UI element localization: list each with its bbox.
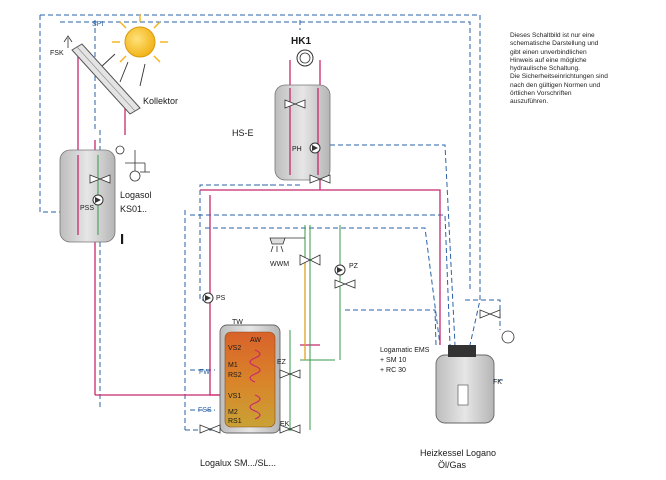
oel-gas-label: Öl/Gas xyxy=(438,460,467,470)
sun-rays-to-collector xyxy=(99,53,146,87)
vs2-label: VS2 xyxy=(228,345,241,352)
vs1-label: VS1 xyxy=(228,393,241,400)
hk1-label: HK1 xyxy=(291,36,311,47)
rs2-label: RS2 xyxy=(228,372,242,379)
hs-e-station xyxy=(274,84,331,181)
logamatic-label: Logamatic EMS xyxy=(380,347,430,354)
heizkessel-label: Heizkessel Logano xyxy=(420,448,496,458)
m2-label: M2 xyxy=(228,409,238,416)
ek-label: EK xyxy=(280,421,290,428)
disclaimer-note: Dieses Schaltbild ist nur eine schematis… xyxy=(510,32,608,106)
logalux-storage-tank xyxy=(219,324,281,434)
pressure-gauge-icon xyxy=(115,145,125,155)
hs-e-label: HS-E xyxy=(232,128,254,138)
pz-pump-icon xyxy=(334,264,346,276)
solar-collector xyxy=(71,43,141,115)
air-vent-icon xyxy=(63,35,73,48)
fsk-label: FSK xyxy=(50,50,64,57)
hk1-radiator-icon xyxy=(296,49,314,67)
logalux-label: Logalux SM.../SL... xyxy=(200,458,276,468)
rc30-label: + RC 30 xyxy=(380,367,406,374)
fss-label: FSS xyxy=(198,407,212,414)
expansion-vessel-boiler-icon xyxy=(501,330,515,344)
pss-label: PSS xyxy=(80,205,94,212)
ez-label: EZ xyxy=(277,359,287,366)
logasol-station xyxy=(59,149,116,243)
shower-head-icon xyxy=(269,237,305,253)
control-wiring xyxy=(39,14,505,431)
valve-symbols xyxy=(89,99,501,434)
cold-water-pipes xyxy=(220,225,341,431)
expansion-vessel-icon xyxy=(125,150,150,182)
ps-pump-icon xyxy=(202,292,214,304)
fw-label: FW xyxy=(199,369,210,376)
roman-numeral-label: I xyxy=(120,231,124,248)
ph-label: PH xyxy=(292,146,302,153)
pz-label: PZ xyxy=(349,263,359,270)
sm10-label: + SM 10 xyxy=(380,357,406,364)
mixing-valve-icon xyxy=(299,254,321,266)
aw-label: AW xyxy=(250,337,261,344)
wwm-label: WWM xyxy=(270,261,289,268)
ps-label: PS xyxy=(216,295,226,302)
heizkessel-boiler xyxy=(435,345,495,424)
fk-label: FK xyxy=(493,379,502,386)
kollektor-label: Kollektor xyxy=(143,96,178,106)
sun xyxy=(112,14,168,63)
ks01-label: KS01.. xyxy=(120,204,147,214)
spi-label: SPI xyxy=(92,21,103,28)
rs1-label: RS1 xyxy=(228,418,242,425)
m1-label: M1 xyxy=(228,362,238,369)
logasol-label: Logasol xyxy=(120,190,152,200)
tw-label: TW xyxy=(232,319,243,326)
